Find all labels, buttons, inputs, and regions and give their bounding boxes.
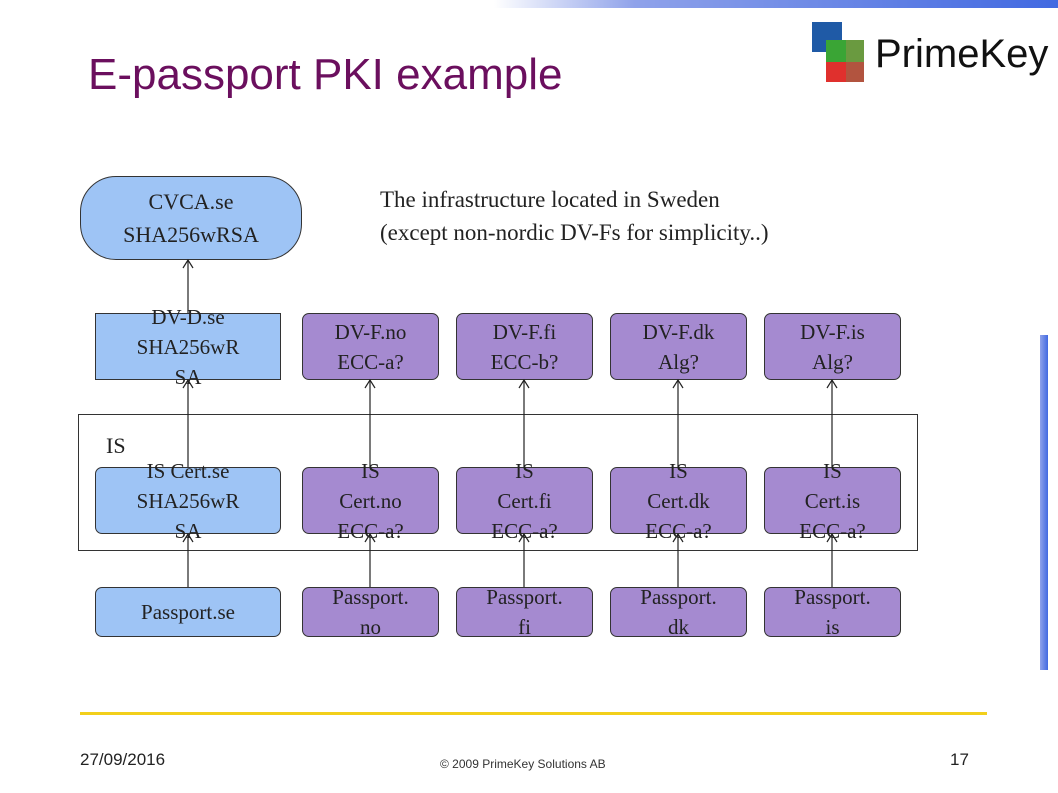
arrowhead-is-no-to-dv <box>364 378 376 389</box>
is-no-line-2: Cert.no <box>339 488 402 513</box>
description: The infrastructure located in Sweden (ex… <box>380 183 769 249</box>
footer-copyright: © 2009 PrimeKey Solutions AB <box>440 757 606 771</box>
passport-fi-line-2: fi <box>518 615 531 639</box>
is-is-line-1: IS <box>823 458 842 483</box>
arrowhead-passport-no-to-is <box>364 532 376 543</box>
description-line-1: The infrastructure located in Sweden <box>380 187 720 212</box>
passport-no-line-2: no <box>360 615 381 639</box>
logo-square-olive <box>846 40 864 62</box>
slide-title: E-passport PKI example <box>88 50 563 99</box>
is-no-line-1: IS <box>361 458 380 483</box>
logo-text: PrimeKey <box>875 32 1049 76</box>
dv-no-line-1: DV-F.no <box>334 319 407 344</box>
is-dk-line-2: Cert.dk <box>647 488 710 513</box>
is-fi-line-2: Cert.fi <box>497 488 552 513</box>
logo-square-red <box>826 62 850 82</box>
dv-fi-line-2: ECC-b? <box>490 349 559 374</box>
arrowhead-is-dk-to-dv <box>672 378 684 389</box>
passport-dk-line-2: dk <box>668 615 689 639</box>
dv-dk-line-1: DV-F.dk <box>642 319 715 344</box>
arrowhead-passport-fi-to-is <box>518 532 530 543</box>
description-line-2: (except non-nordic DV-Fs for simplicity.… <box>380 220 769 245</box>
is-is-line-2: Cert.is <box>804 488 861 513</box>
passport-no-line-1: Passport. <box>332 585 409 609</box>
dv-node-no: DV-F.no ECC-a? <box>302 313 439 380</box>
arrowhead-passport-dk-to-is <box>672 532 684 543</box>
passport-node-is: Passport. is <box>764 585 901 639</box>
dv-node-dk: DV-F.dk Alg? <box>610 313 747 380</box>
side-accent-bar <box>1040 335 1048 670</box>
arrowhead-is-fi-to-dv <box>518 378 530 389</box>
is-dk-line-1: IS <box>669 458 688 483</box>
dv-node-fi: DV-F.fi ECC-b? <box>456 313 593 380</box>
footer-divider <box>80 712 987 715</box>
passport-node-fi: Passport. fi <box>456 585 593 639</box>
dv-se-line-2: SHA256wR <box>136 334 240 359</box>
footer-date: 27/09/2016 <box>80 750 166 769</box>
passport-node-no: Passport. no <box>302 585 439 639</box>
dv-fi-line-1: DV-F.fi <box>492 319 557 344</box>
primekey-logo: PrimeKey <box>812 22 1052 86</box>
dv-is-line-2: Alg? <box>812 349 853 374</box>
dv-no-line-2: ECC-a? <box>337 349 404 374</box>
dv-is-line-1: DV-F.is <box>800 319 865 344</box>
dv-dk-line-2: Alg? <box>658 349 699 374</box>
is-node-is: IS Cert.is ECC-a? <box>764 459 901 543</box>
dv-node-is: DV-F.is Alg? <box>764 313 901 380</box>
arrowhead-passport-is-to-is <box>826 532 838 543</box>
is-group-frame <box>78 414 918 551</box>
is-node-se: IS Cert.se SHA256wR SA <box>95 459 281 543</box>
arrowhead-is-se-to-dv <box>182 378 194 389</box>
passport-node-se: Passport.se <box>95 587 281 637</box>
passport-se-line-1: Passport.se <box>141 600 235 624</box>
top-accent-bar <box>494 0 1058 8</box>
passport-dk-line-1: Passport. <box>640 585 717 609</box>
is-node-fi: IS Cert.fi ECC-a? <box>456 459 593 543</box>
footer-page-number: 17 <box>950 750 969 769</box>
is-fi-line-1: IS <box>515 458 534 483</box>
is-se-line-2: SHA256wR <box>136 488 240 513</box>
passport-is-line-2: is <box>825 615 840 639</box>
cvca-node: CVCA.se SHA256wRSA <box>80 176 302 260</box>
passport-is-line-1: Passport. <box>794 585 871 609</box>
cvca-algorithm: SHA256wRSA <box>123 222 259 247</box>
passport-fi-line-1: Passport. <box>486 585 563 609</box>
arrowhead-passport-se-to-is <box>182 532 194 543</box>
logo-square-brown <box>846 62 864 82</box>
arrowhead-is-is-to-dv <box>826 378 838 389</box>
arrowhead-dv-se-to-ca <box>182 258 194 269</box>
cvca-name: CVCA.se <box>148 189 234 214</box>
is-group-label: IS <box>106 433 126 458</box>
is-node-dk: IS Cert.dk ECC-a? <box>610 459 747 543</box>
passport-node-dk: Passport. dk <box>610 585 747 639</box>
